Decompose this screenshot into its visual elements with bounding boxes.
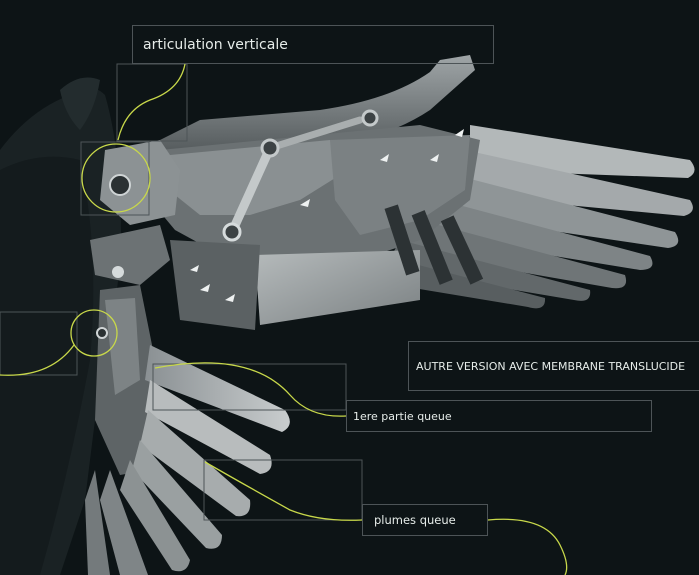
accent-lines: [0, 63, 568, 575]
callouts: [0, 63, 363, 521]
upper-wing-feathers: [365, 125, 695, 309]
label-plumes-queue: plumes queue: [362, 504, 488, 536]
label-premiere-partie-queue: 1ere partie queue: [346, 400, 652, 432]
label-articulation-verticale: articulation verticale: [132, 25, 494, 64]
upper-wing-arm: [150, 55, 484, 330]
label-autre-version: AUTRE VERSION AVEC MEMBRANE TRANSLUCIDE: [408, 341, 699, 391]
shoulder-joint: [90, 140, 180, 285]
bird-body-shadow: [0, 77, 121, 575]
